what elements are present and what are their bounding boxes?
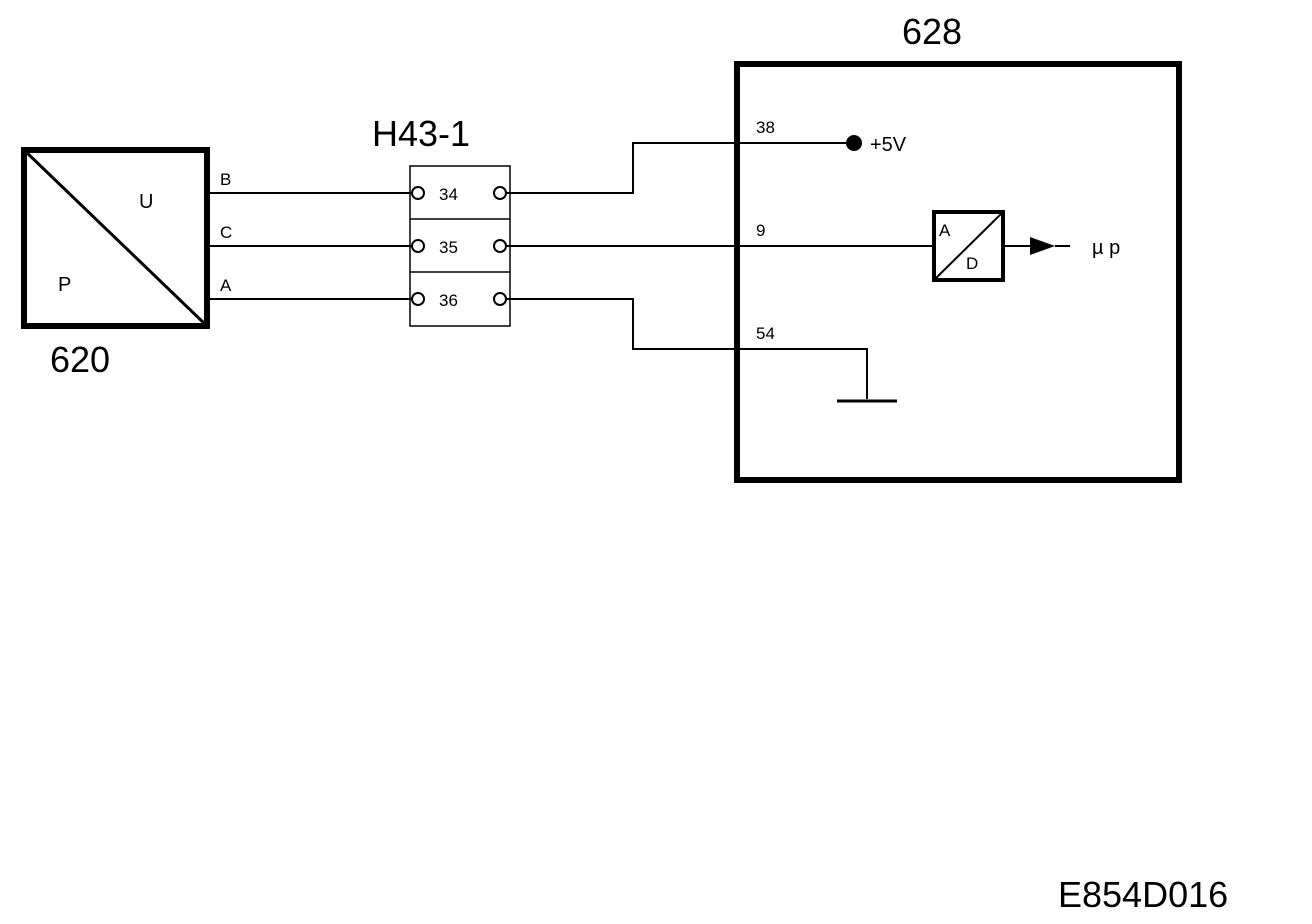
ecu-628: 628 38 9 54 +5V A D µ p <box>734 11 1182 483</box>
wire-ground <box>506 298 868 399</box>
sensor-id: 620 <box>50 339 110 380</box>
wire-supply <box>506 142 852 194</box>
pin-label-9: 9 <box>756 221 765 240</box>
sensor-box <box>21 147 210 329</box>
supply-node <box>846 135 862 151</box>
sensor-label-p: P <box>58 274 71 296</box>
adc-output-arrow <box>1030 237 1055 255</box>
terminal-34-left <box>411 186 425 200</box>
connector-id: H43-1 <box>372 113 470 154</box>
adc-diagonal <box>933 211 1004 281</box>
adc-label-a: A <box>939 221 951 240</box>
ecu-box <box>734 61 1182 483</box>
terminal-label-34: 34 <box>439 185 458 204</box>
terminal-label-35: 35 <box>439 238 458 257</box>
terminal-label-36: 36 <box>439 291 458 310</box>
sensor-label-u: U <box>139 191 153 213</box>
supply-voltage: +5V <box>870 134 907 156</box>
sensor-wires: B C A <box>207 170 412 300</box>
drawing-code: E854D016 <box>1058 874 1228 915</box>
wire-label-b: B <box>220 170 231 189</box>
terminal-35-left <box>411 239 425 253</box>
sensor-diagonal <box>22 148 209 328</box>
terminal-36-left <box>411 292 425 306</box>
terminal-34-right <box>493 186 507 200</box>
wire-label-a: A <box>220 276 232 295</box>
connector-h43-1: H43-1 34 35 36 <box>372 113 511 327</box>
ecu-id: 628 <box>902 11 962 52</box>
pin-label-38: 38 <box>756 118 775 137</box>
ecu-wires <box>506 142 935 399</box>
wire-label-c: C <box>220 223 232 242</box>
terminal-35-right <box>493 239 507 253</box>
terminal-36-right <box>493 292 507 306</box>
adc-converter: A D <box>932 210 1005 282</box>
pin-label-54: 54 <box>756 324 775 343</box>
processor-label: µ p <box>1092 237 1120 259</box>
adc-label-d: D <box>966 254 978 273</box>
sensor-620: U P 620 <box>21 147 210 380</box>
